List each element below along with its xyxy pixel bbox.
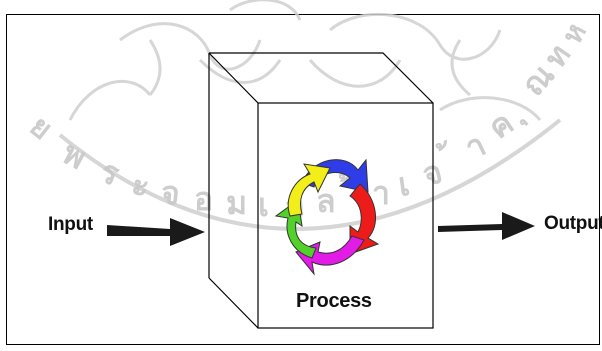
input-label: Input bbox=[48, 214, 93, 235]
output-label: Output bbox=[544, 213, 602, 234]
svg-text:ล: ล bbox=[316, 182, 336, 220]
diagram-frame bbox=[6, 14, 600, 345]
svg-text:เ: เ bbox=[258, 186, 269, 224]
svg-text:ม: ม bbox=[226, 184, 247, 222]
svg-text:า: า bbox=[372, 174, 390, 212]
svg-text:จ: จ bbox=[159, 173, 182, 213]
process-label: Process bbox=[296, 290, 372, 312]
svg-text:เ: เ bbox=[396, 165, 412, 204]
